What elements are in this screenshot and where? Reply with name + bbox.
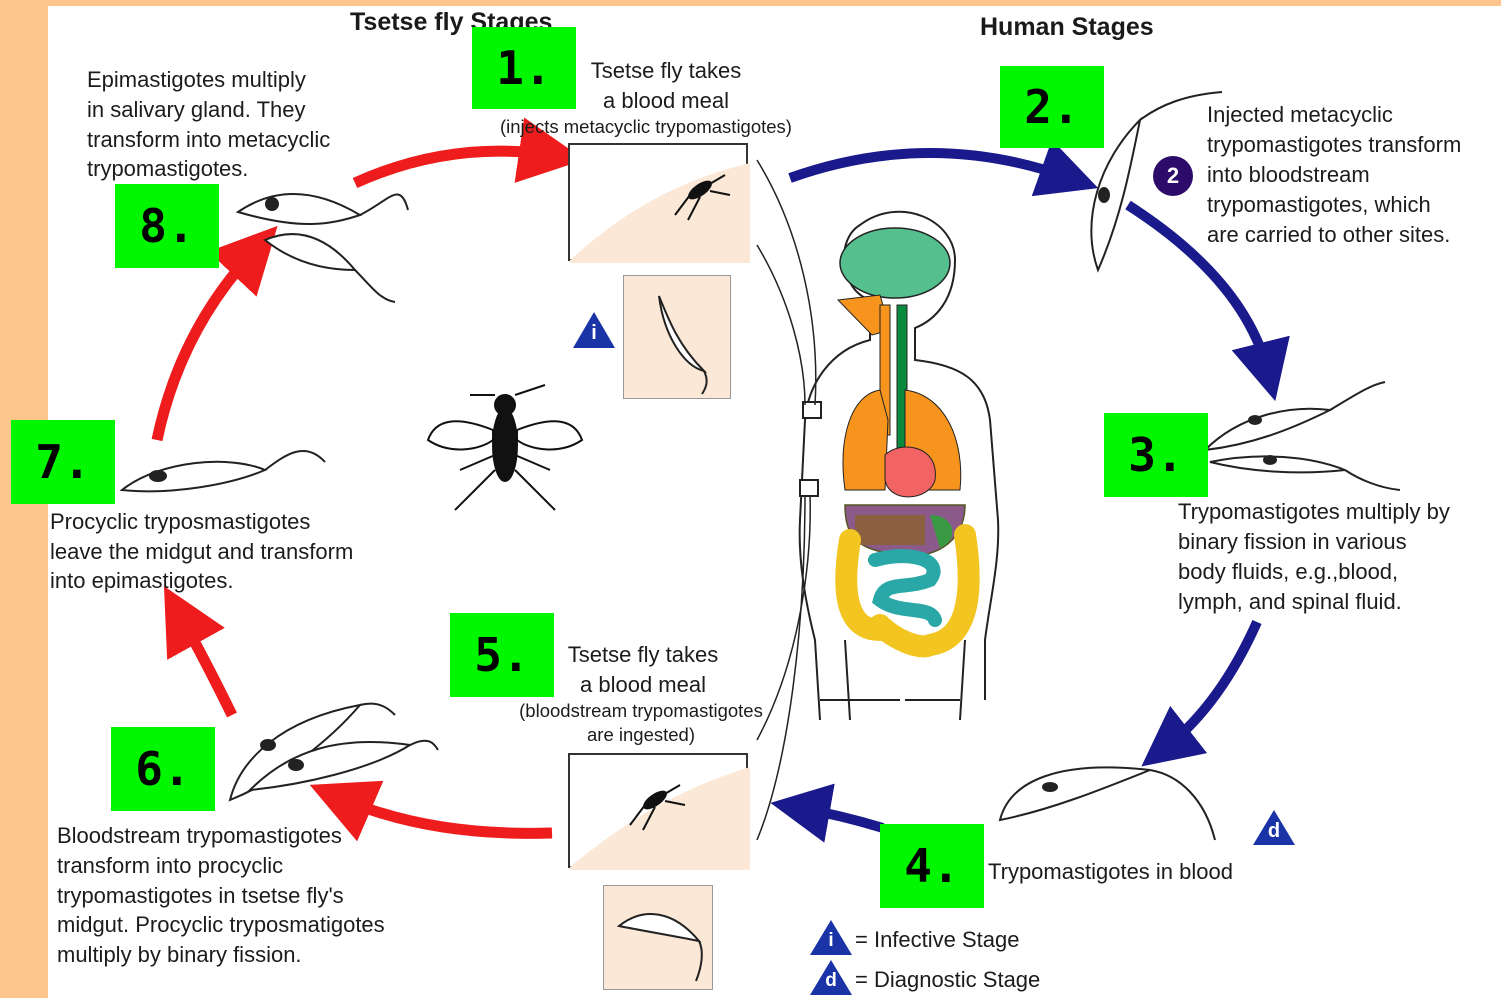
step-number-7: 7. <box>11 420 115 504</box>
legend-diagnostic-letter: d <box>821 966 841 996</box>
stage-2-badge-label: 2 <box>1160 161 1186 191</box>
arrow-5-to-6 <box>340 798 552 833</box>
bite-scene-5 <box>570 755 750 870</box>
bite-box-5 <box>568 753 748 868</box>
parasite-stage-8 <box>238 194 408 302</box>
arrow-3-to-4 <box>1165 622 1257 748</box>
legend-diagnostic-label: = Diagnostic Stage <box>855 965 1040 995</box>
diagnostic-icon-letter: d <box>1264 816 1284 846</box>
arrow-7-to-8 <box>157 250 255 440</box>
step-8-line-4: trypomastigotes. <box>87 154 248 184</box>
step-number-8: 8. <box>115 184 219 268</box>
step-7-line-2: leave the midgut and transform <box>50 537 353 567</box>
step-6-line-2: transform into procyclic <box>57 851 283 881</box>
step-number-6: 6. <box>111 727 215 811</box>
step-7-line-1: Procyclic tryposmastigotes <box>50 507 310 537</box>
inset-box-5 <box>603 885 713 990</box>
arrow-4-to-5 <box>800 808 883 828</box>
legend-infective-label: = Infective Stage <box>855 925 1020 955</box>
step-number-5: 5. <box>450 613 554 697</box>
step-3-line-4: lymph, and spinal fluid. <box>1178 587 1402 617</box>
step-3-line-2: binary fission in various <box>1178 527 1407 557</box>
step-5-line-1: Tsetse fly takes <box>554 640 732 670</box>
inset-box-1 <box>623 275 731 399</box>
parasite-stage-6 <box>230 704 438 800</box>
bite-scene-1 <box>570 145 750 263</box>
step-8-line-2: in salivary gland. They <box>87 95 306 125</box>
legend-infective-letter: i <box>821 926 841 956</box>
parasite-stage-4 <box>1000 767 1215 840</box>
step-number-2: 2. <box>1000 66 1104 148</box>
step-2-line-4: trypomastigotes, which <box>1207 190 1431 220</box>
step-2-line-5: are carried to other sites. <box>1207 220 1450 250</box>
infective-icon-letter: i <box>584 318 604 348</box>
step-8-line-3: transform into metacyclic <box>87 125 330 155</box>
inset-parasite-1 <box>624 276 732 400</box>
step-3-line-1: Trypomastigotes multiply by <box>1178 497 1450 527</box>
human-stages-header: Human Stages <box>980 13 1154 42</box>
step-5-line-2: a blood meal <box>554 670 732 700</box>
inset-parasite-5 <box>604 886 714 991</box>
step-6-line-3: trypomastigotes in tsetse fly's <box>57 881 344 911</box>
step-3-line-3: body fluids, e.g.,blood, <box>1178 557 1398 587</box>
step-number-1: 1. <box>472 27 576 109</box>
step-4-line-1: Trypomastigotes in blood <box>988 857 1233 887</box>
step-7-line-3: into epimastigotes. <box>50 566 233 596</box>
tsetse-fly-center-icon <box>428 385 582 510</box>
parasite-stage-3 <box>1205 382 1400 490</box>
step-6-line-1: Bloodstream trypomastigotes <box>57 821 342 851</box>
step-2-line-3: into bloodstream <box>1207 160 1370 190</box>
arrow-8-to-1 <box>355 151 552 183</box>
step-1-line-2: a blood meal <box>580 86 752 116</box>
step-6-line-5: multiply by binary fission. <box>57 940 302 970</box>
step-8-line-1: Epimastigotes multiply <box>87 65 306 95</box>
step-2-line-2: trypomastigotes transform <box>1207 130 1461 160</box>
human-organs <box>800 228 969 646</box>
step-1-line-1: Tsetse fly takes <box>580 56 752 86</box>
step-2-line-1: Injected metacyclic <box>1207 100 1393 130</box>
step-1-line-3: (injects metacyclic trypomastigotes) <box>500 115 792 139</box>
parasite-stage-7 <box>122 451 325 491</box>
step-number-3: 3. <box>1104 413 1208 497</box>
arrow-6-to-7 <box>180 615 232 715</box>
arrow-1-to-2 <box>790 153 1070 178</box>
step-6-line-4: midgut. Procyclic tryposmatigotes <box>57 910 385 940</box>
step-number-4: 4. <box>880 824 984 908</box>
bite-box-1 <box>568 143 748 261</box>
step-5-line-3: (bloodstream trypomastigotes <box>500 699 782 723</box>
step-5-line-4: are ingested) <box>500 723 782 747</box>
